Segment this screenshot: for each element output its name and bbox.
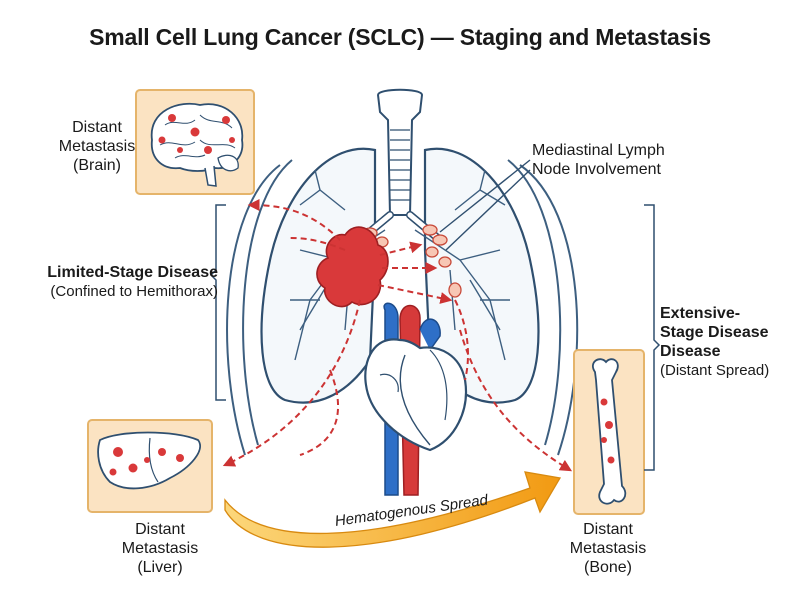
diagram-title: Small Cell Lung Cancer (SCLC) — Staging … <box>89 24 711 50</box>
liver-inset <box>87 419 213 513</box>
lymph-nodes <box>362 224 462 298</box>
limited-stage-bracket <box>209 204 226 401</box>
bone-inset <box>573 349 645 515</box>
lymph-pointer-lines <box>439 159 531 251</box>
heart-icon <box>364 338 468 452</box>
metastasis-arrows <box>222 199 573 472</box>
rib-cage <box>226 159 579 456</box>
hematogenous-spread-arrow <box>224 471 562 548</box>
brain-inset <box>135 89 255 195</box>
limited-stage-label: Limited-Stage Disease (Confined to Hemit… <box>47 264 218 300</box>
liver-icon <box>97 431 201 490</box>
extensive-stage-label: Extensive- Stage Disease Disease (Distan… <box>660 305 770 379</box>
bone-icon <box>592 358 627 505</box>
brain-icon <box>150 102 244 187</box>
extensive-stage-bracket <box>644 204 661 471</box>
